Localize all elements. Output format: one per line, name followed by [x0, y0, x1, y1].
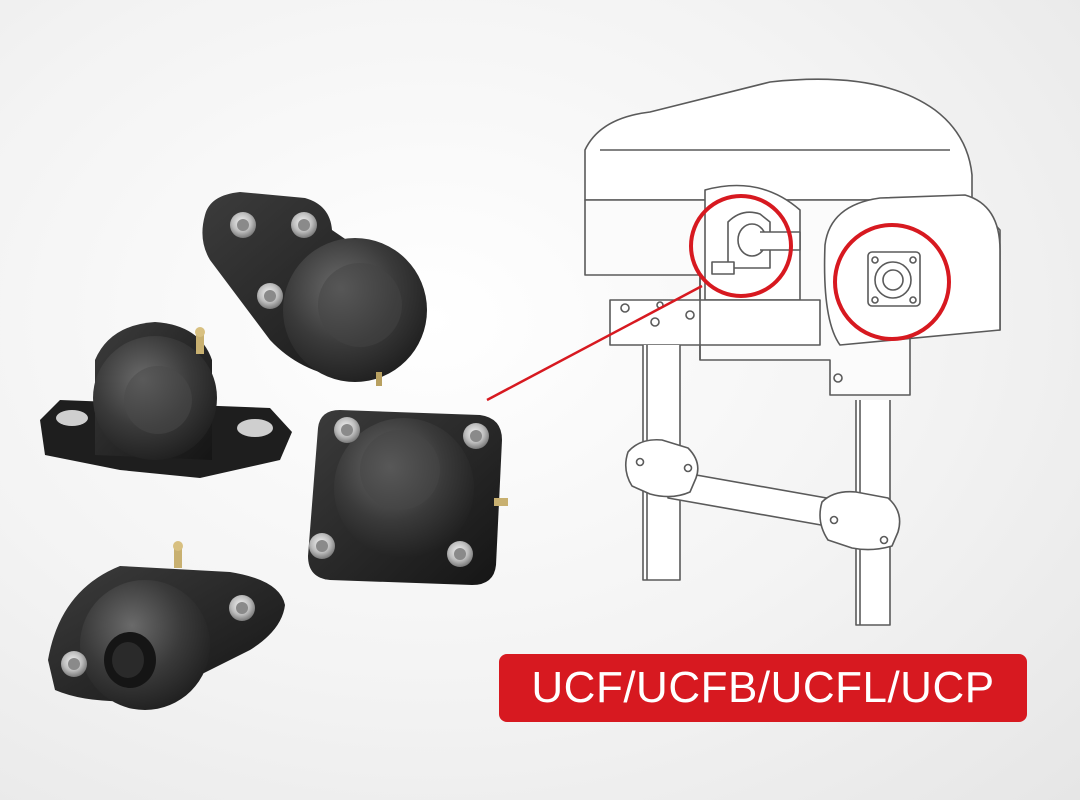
machine-line-drawing — [584, 78, 1001, 626]
model-caption-banner: UCF/UCFB/UCFL/UCP — [499, 654, 1027, 722]
pillow-block-bearing-icon — [40, 322, 292, 478]
model-caption-text: UCF/UCFB/UCFL/UCP — [531, 663, 995, 712]
oval-flange-bearing-icon — [48, 541, 285, 710]
two-bolt-diamond-flange-bearing-icon — [202, 192, 427, 386]
square-flange-bearing-icon — [308, 410, 508, 585]
highlight-markers — [486, 194, 951, 402]
